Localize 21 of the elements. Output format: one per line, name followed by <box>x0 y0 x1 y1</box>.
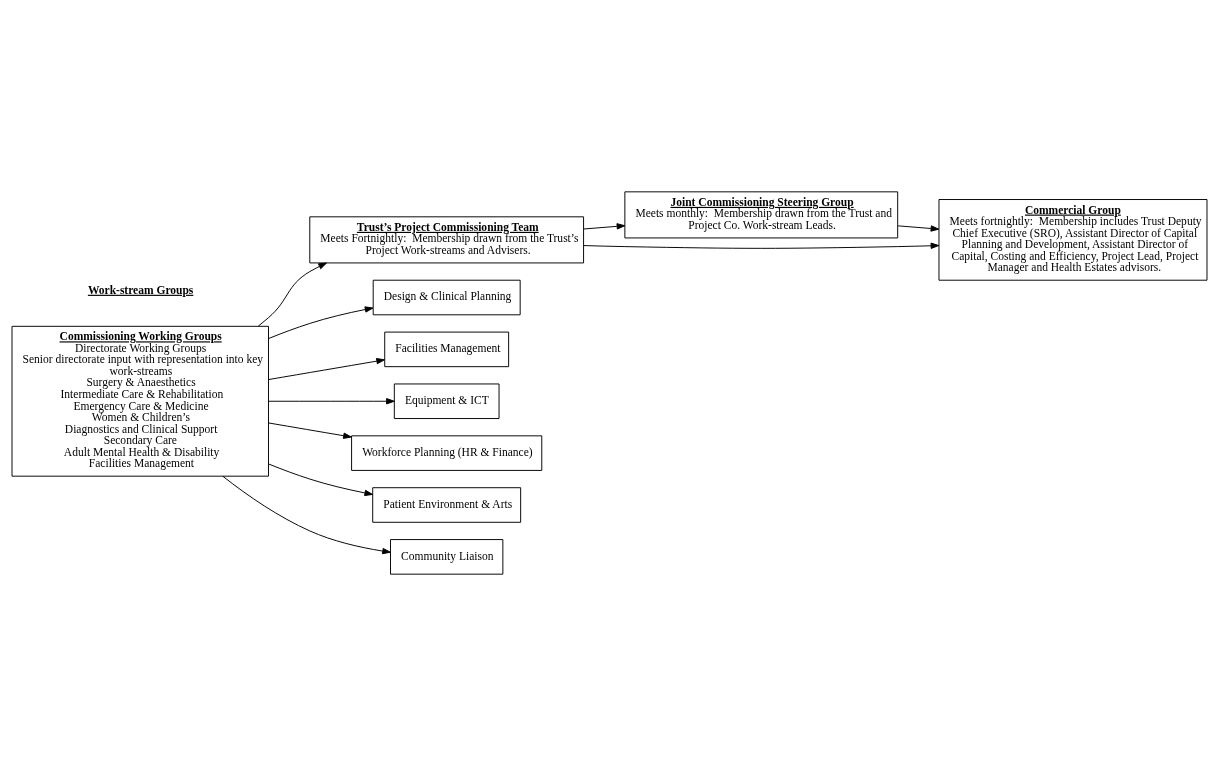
node-box: Commercial Group Meets fortnightly: Membership includes Trust Deputy Chief Executive (SRO), Assistant Director of Capital Planning and Development, Assistant Director of Capital, Costing and Efficiency, Project Lead, Project Manager and Health Estates advisors. <box>938 198 1208 281</box>
node-box: Workforce Planning (HR & Finance) <box>351 434 543 471</box>
arrow <box>897 224 940 232</box>
arrow <box>583 242 940 249</box>
arrow <box>268 397 395 404</box>
node-box: Equipment & ICT <box>393 382 500 419</box>
arrow <box>583 222 626 229</box>
node-box: Facilities Management <box>384 331 510 367</box>
node-box: Design & Clinical Planning <box>372 279 521 315</box>
node-box: Joint Commissioning Steering Group Meets monthly: Membership drawn from the Trust and Project Co. Work-stream Leads. <box>624 190 899 238</box>
arrow <box>268 421 352 439</box>
node-box: Community Liaison <box>390 538 504 575</box>
arrow <box>257 262 327 327</box>
node-box: Commissioning Working Groups Directorate Working Groups Senior directorate input with representation into key work-streams Surgery & Anaesthetics Intermediate Care & Rehabilitation Emergency Care & Medicine Women & Children’s Diagnostics and Clinical Support Secondary Care Adult Mental Health & Disability Facilities Management <box>11 325 269 477</box>
node-box: Patient Environment & Arts <box>372 486 522 523</box>
node-box: Trust’s Project Commissioning Team Meets Fortnightly: Membership drawn from the Trust’s Project Work-streams and Advisers. <box>309 215 585 263</box>
arrow <box>268 357 385 380</box>
arrow <box>268 463 374 496</box>
label: Work-stream Groups <box>87 283 194 296</box>
arrow <box>222 475 391 554</box>
arrow <box>268 305 374 339</box>
